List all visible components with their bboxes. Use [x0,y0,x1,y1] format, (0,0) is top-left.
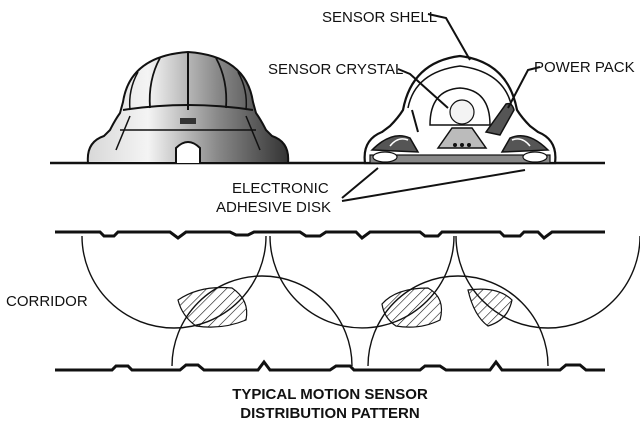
label-corridor: CORRIDOR [6,293,88,310]
coverage-arcs-bottom [171,275,549,367]
corridor-bottom-wall [55,359,605,372]
caption-line-2: DISTRIBUTION PATTERN [240,405,419,422]
label-sensor-crystal: SENSOR CRYSTAL [268,61,403,78]
adhesive-disk [369,154,551,164]
label-electronic: ELECTRONIC [232,180,329,197]
label-sensor-shell: SENSOR SHELL [322,9,437,26]
coverage-arcs-top [81,235,640,329]
overlap-regions [177,286,513,328]
sensor-cutaway-view [363,54,557,165]
power-pack [484,102,515,136]
label-power-pack: POWER PACK [534,59,635,76]
leader-lines [341,13,541,202]
sensor-exterior-view [86,50,290,164]
corridor-top-wall [55,230,605,240]
caption-line-1: TYPICAL MOTION SENSOR [232,386,428,403]
label-adhesive-disk: ADHESIVE DISK [216,199,331,216]
